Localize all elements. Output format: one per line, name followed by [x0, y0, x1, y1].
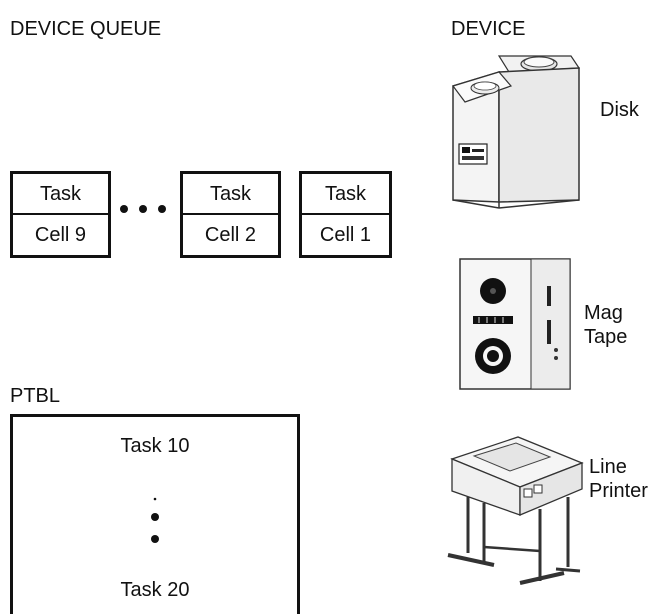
disk-label: Disk [600, 99, 639, 121]
line-printer-icon [447, 436, 584, 585]
disk-drive-icon [452, 55, 581, 209]
line-printer-label-line2: Printer [589, 480, 648, 502]
queue-ellipsis-icon [120, 205, 166, 213]
mag-tape-label-line1: Mag [584, 302, 623, 324]
mag-tape-label-line2: Tape [584, 326, 628, 348]
queue-cell-1: Task Cell 1 [299, 171, 392, 258]
queue-cell-number-label: Cell 9 [13, 213, 108, 255]
queue-cell-9: Task Cell 9 [10, 171, 111, 258]
ptbl-first-task: Task 10 [120, 435, 190, 457]
ptbl-table: Task 10 Task 20 [10, 414, 300, 614]
queue-cell-task-label: Task [39, 182, 82, 205]
queue-cell-2: Task Cell 2 [180, 171, 281, 258]
queue-cell-number-label: Cell 1 [302, 213, 389, 255]
ptbl-vertical-ellipsis-icon [151, 497, 159, 543]
line-printer-label-line1: Line [589, 456, 627, 478]
queue-cell-task-label: Task [324, 182, 367, 205]
ptbl-last-task: Task 20 [120, 579, 190, 601]
queue-cell-task-label: Task [209, 182, 252, 205]
device-heading: DEVICE [451, 18, 526, 40]
queue-cell-number-label: Cell 2 [183, 213, 278, 255]
device-queue-heading: DEVICE QUEUE [10, 18, 162, 40]
ptbl-heading: PTBL [10, 385, 61, 407]
mag-tape-icon [459, 258, 571, 390]
